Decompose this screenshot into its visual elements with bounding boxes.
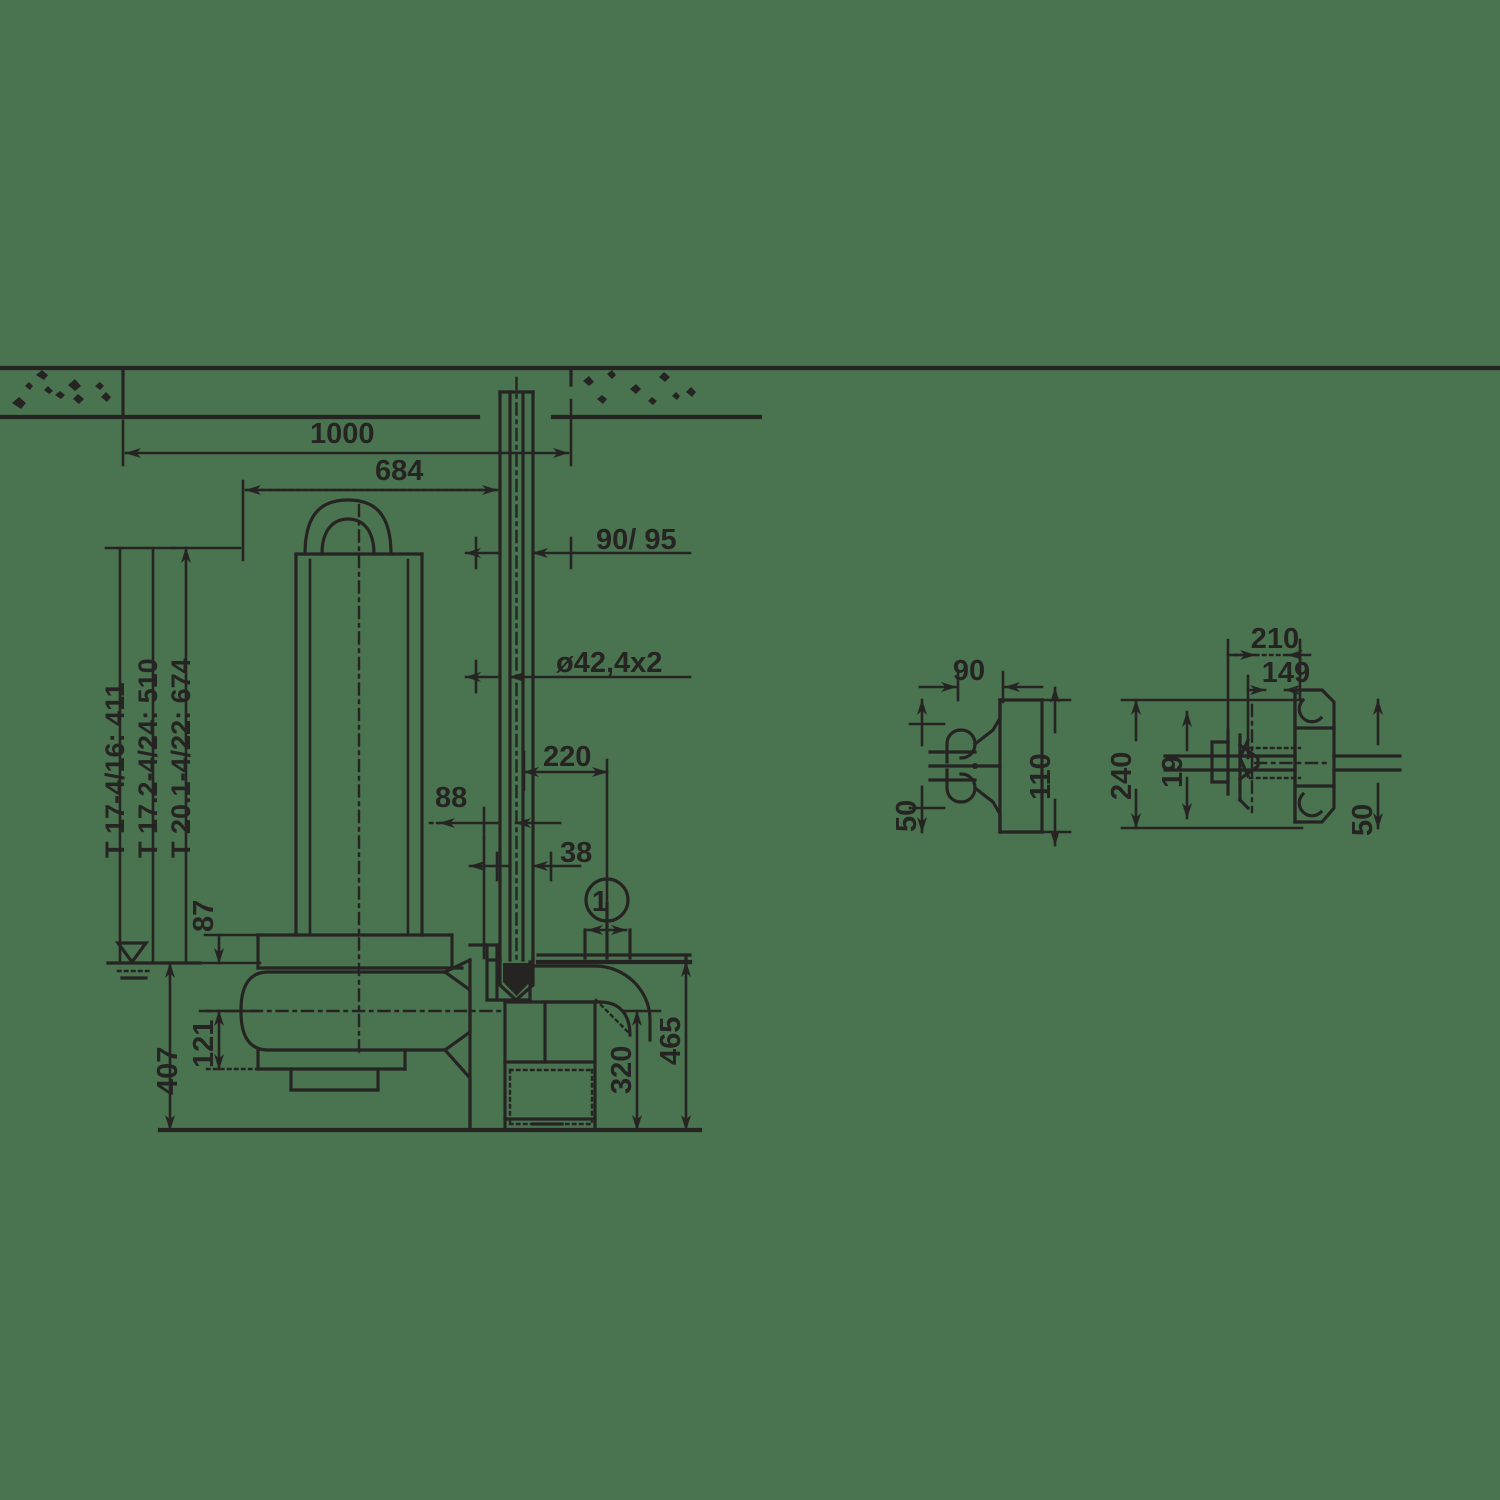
dimension-320 <box>622 1009 662 1132</box>
detail-left-dimensions <box>908 670 1072 847</box>
concrete-hatch-right <box>583 370 696 405</box>
detail-left-110-label: 110 <box>1025 753 1057 800</box>
dimension-684-label: 684 <box>375 455 423 487</box>
detail-right-210-label: 210 <box>1251 623 1299 655</box>
dimension-407-label: 407 <box>152 1047 184 1095</box>
detail-right-19-label: 19 <box>1157 756 1189 788</box>
dimension-121 <box>205 1009 264 1071</box>
dimension-38 <box>468 851 582 882</box>
detail-right-50-label: 50 <box>1347 804 1379 836</box>
pedestal-base <box>468 901 693 1132</box>
detail-right-240-label: 240 <box>1106 752 1138 800</box>
dimension-88-label: 88 <box>435 782 467 814</box>
detail-right-dimensions <box>1120 638 1398 830</box>
dimension-variant-stack <box>104 546 242 965</box>
dimension-407 <box>156 961 184 1132</box>
dimension-87 <box>186 933 302 965</box>
dimension-220 <box>522 750 609 902</box>
dimension-87-label: 87 <box>188 900 220 932</box>
callout-1-label: 1 <box>592 886 608 918</box>
pump-body <box>198 498 502 1132</box>
dimension-38-label: 38 <box>560 837 592 869</box>
dimension-1000-label: 1000 <box>310 418 375 450</box>
concrete-slab <box>0 365 1500 420</box>
dimension-1000 <box>121 398 573 467</box>
variant-label-1: T 17-4/16: 411 <box>100 682 130 858</box>
detail-left-geometry <box>928 698 1044 834</box>
dimension-88 <box>428 806 562 960</box>
dimension-684 <box>241 479 502 562</box>
discharge-pipe-assembly <box>498 376 535 987</box>
dimension-320-label: 320 <box>606 1046 638 1094</box>
dimension-465-label: 465 <box>655 1017 687 1065</box>
dimension-220-label: 220 <box>543 741 591 773</box>
detail-right-149-label: 149 <box>1262 657 1310 689</box>
concrete-hatch-left <box>12 370 111 409</box>
dimension-pipe-spec-label: ø42,4x2 <box>556 647 662 679</box>
variant-label-2: T 17.2-4/24: 510 <box>133 658 163 858</box>
detail-left-90-label: 90 <box>953 655 985 687</box>
callout-1 <box>584 877 630 935</box>
dimension-pipe-spec <box>464 659 692 694</box>
detail-left-50-label: 50 <box>891 800 923 832</box>
variant-label-3: T 20.1-4/22: 674 <box>166 658 196 858</box>
dimension-90-95-label: 90/ 95 <box>596 524 677 556</box>
dimension-121-label: 121 <box>188 1020 220 1068</box>
dimension-90-95 <box>464 536 692 570</box>
